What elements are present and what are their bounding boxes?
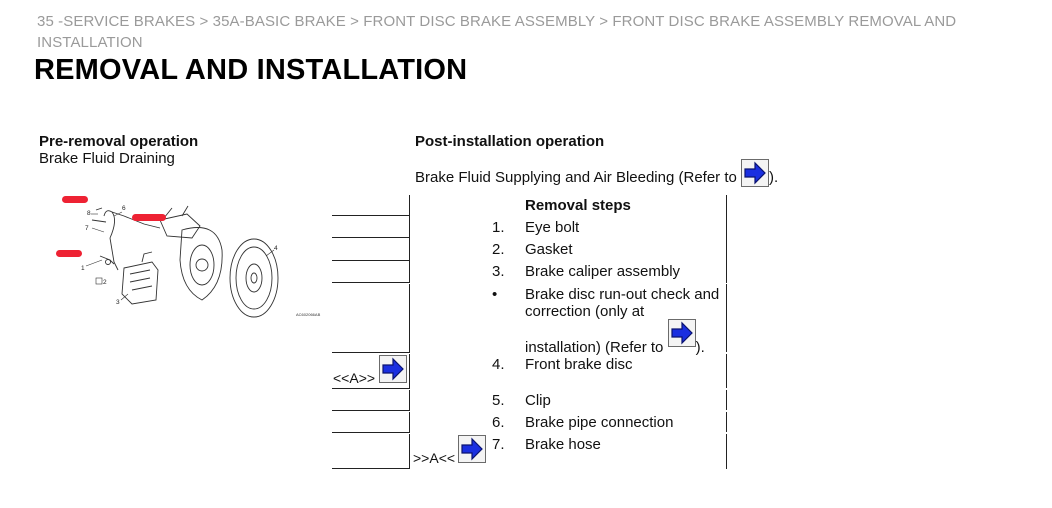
table-rule bbox=[332, 282, 410, 283]
table-rule bbox=[726, 390, 727, 410]
removal-steps-heading: Removal steps bbox=[525, 197, 631, 214]
table-rule bbox=[409, 261, 410, 283]
table-rule bbox=[332, 352, 410, 353]
step-text: Front brake disc bbox=[525, 356, 633, 373]
table-rule bbox=[332, 410, 410, 411]
step-number: 7. bbox=[492, 436, 505, 453]
table-rule bbox=[409, 195, 410, 217]
post-installation-line: Brake Fluid Supplying and Air Bleeding (… bbox=[415, 159, 779, 192]
step-text-part: installation) (Refer to bbox=[525, 338, 664, 356]
table-rule bbox=[726, 434, 727, 469]
table-rule bbox=[409, 284, 410, 352]
step-text: Brake disc run-out check and correction … bbox=[525, 286, 720, 320]
table-rule bbox=[409, 412, 410, 432]
step-number: 4. bbox=[492, 356, 505, 373]
step-text: Brake hose bbox=[525, 436, 601, 453]
page-title: REMOVAL AND INSTALLATION bbox=[34, 54, 468, 86]
table-rule bbox=[332, 468, 410, 469]
table-rule bbox=[726, 261, 727, 283]
step-number: 6. bbox=[492, 414, 505, 431]
table-rule bbox=[726, 195, 727, 217]
step-number: 2. bbox=[492, 241, 505, 258]
table-rule bbox=[726, 284, 727, 352]
breadcrumb[interactable]: 35 -SERVICE BRAKES > 35A-BASIC BRAKE > F… bbox=[37, 13, 957, 51]
table-rule bbox=[726, 354, 727, 388]
post-installation-text: Brake Fluid Supplying and Air Bleeding (… bbox=[415, 168, 737, 186]
table-rule bbox=[332, 388, 410, 389]
callout-1: 1 bbox=[81, 265, 85, 272]
step-text: Eye bolt bbox=[525, 219, 580, 236]
post-installation-text-after: ). bbox=[769, 168, 779, 186]
arrow-right-icon bbox=[382, 357, 404, 381]
step-text-after: ). bbox=[695, 338, 705, 356]
removal-marker-a: <<A>> bbox=[333, 370, 376, 386]
table-rule bbox=[332, 215, 410, 216]
step-number: 1. bbox=[492, 219, 505, 236]
step-text: Gasket bbox=[525, 241, 573, 258]
pre-removal-text: Brake Fluid Draining bbox=[39, 150, 175, 167]
table-rule bbox=[409, 434, 410, 469]
callout-7: 7 bbox=[85, 225, 89, 232]
post-installation-heading: Post-installation operation bbox=[415, 133, 605, 150]
step-text: Brake pipe connection bbox=[525, 414, 674, 431]
table-rule bbox=[332, 237, 410, 238]
callout-6: 6 bbox=[122, 205, 126, 212]
step-text: Brake caliper assembly bbox=[525, 263, 681, 280]
table-rule bbox=[332, 260, 410, 261]
callout-2: 2 bbox=[103, 279, 107, 286]
diagram-code: AC602066AB bbox=[296, 312, 321, 317]
table-rule bbox=[409, 390, 410, 410]
table-rule bbox=[409, 354, 410, 388]
step-number: 3. bbox=[492, 263, 505, 280]
removal-ref-link-button[interactable] bbox=[379, 355, 407, 383]
callout-4: 4 bbox=[274, 245, 278, 252]
refer-link-button[interactable] bbox=[741, 159, 770, 187]
installation-marker-a: >>A<< bbox=[413, 450, 456, 466]
step-text-continued: installation) (Refer to ). bbox=[525, 319, 730, 356]
callout-3: 3 bbox=[116, 299, 120, 306]
step-text: Clip bbox=[525, 392, 551, 409]
pre-removal-heading: Pre-removal operation bbox=[39, 133, 199, 150]
installation-ref-link-button[interactable] bbox=[458, 435, 486, 463]
arrow-right-icon bbox=[744, 161, 766, 185]
table-rule bbox=[409, 239, 410, 261]
arrow-right-icon bbox=[670, 321, 693, 345]
callout-8: 8 bbox=[87, 210, 91, 217]
table-rule bbox=[409, 217, 410, 239]
step-number: 5. bbox=[492, 392, 505, 409]
step-bullet: • bbox=[492, 286, 498, 303]
brake-assembly-diagram: 8 6 7 1 2 3 4 AC602066AB bbox=[56, 196, 321, 318]
table-rule bbox=[726, 239, 727, 261]
table-rule bbox=[726, 217, 727, 239]
arrow-right-icon bbox=[461, 437, 483, 461]
table-rule bbox=[332, 432, 410, 433]
refer-link-button[interactable] bbox=[667, 319, 696, 347]
table-rule bbox=[726, 412, 727, 432]
